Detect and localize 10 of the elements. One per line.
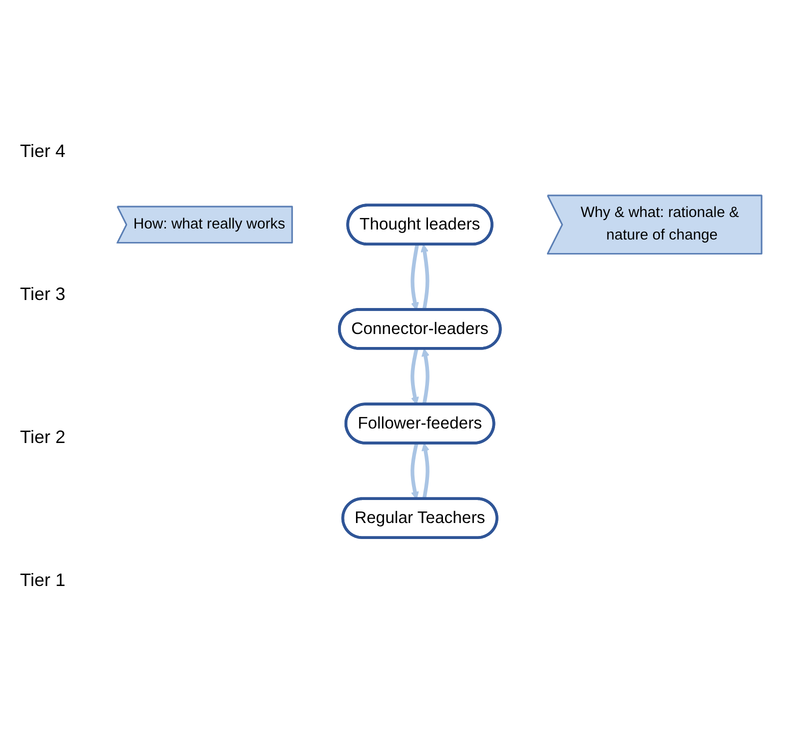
tier-label: Tier 1: [20, 570, 66, 591]
tier-label: Tier 3: [20, 284, 66, 305]
arrow: [421, 442, 430, 499]
arrow: [410, 442, 419, 499]
arrow: [410, 348, 419, 404]
arrow: [410, 244, 419, 310]
arrow: [421, 348, 430, 404]
tier-label: Tier 4: [20, 141, 66, 162]
tier-label: Tier 2: [20, 427, 66, 448]
arrow: [420, 244, 430, 310]
